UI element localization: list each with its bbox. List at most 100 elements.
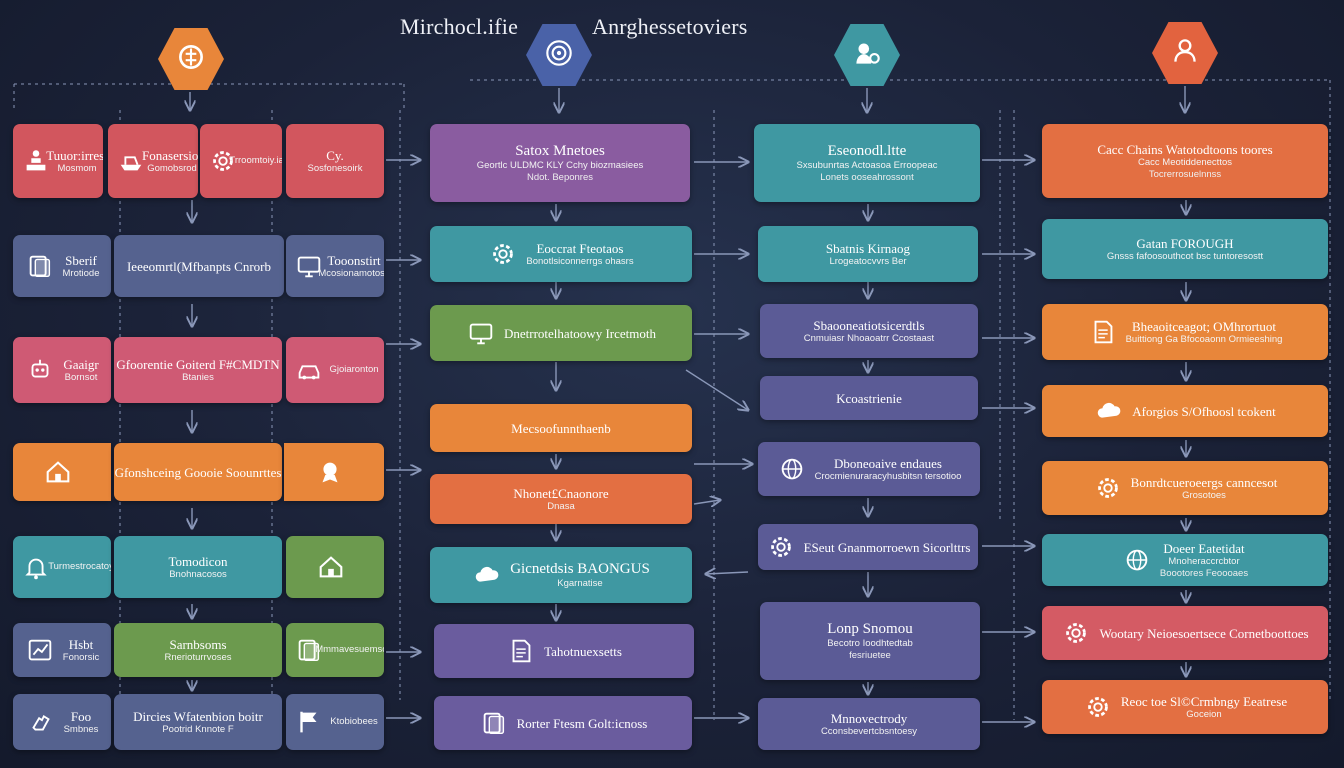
node-title: Aforgios S/Ofhoosl tcokent [1132,403,1276,419]
gear-person-icon [850,36,884,75]
cards-icon [25,251,55,281]
node-text: Ieeeomrtl(Mfbanpts Cnrorb [127,259,271,274]
node-title: Lonp Snomou [827,621,913,637]
node-subtitle: Kgarnatise [557,578,603,589]
col1-row4-node2[interactable]: Gfonshceing Goooie Soounrttes [114,443,282,501]
globe-icon [777,454,807,484]
col1-row3-node3[interactable]: Gjoiaronton [286,337,384,403]
node-subtitle: Fonorsic [62,651,100,663]
col1-row1-node3[interactable]: Trroomtoiy.ialk [200,124,282,198]
node-subtitle: Rnerioturrvoses [164,651,232,663]
col3-node4[interactable]: Kcoastrienie [760,376,978,420]
col1-row4-node3[interactable] [284,443,384,501]
node-subtitle: Becotro Ioodhtedtab [827,638,913,649]
cards-icon [479,708,509,738]
node-title: Mecsoofunnthaenb [511,420,611,436]
node-title: Sbatnis Kirnaog [825,240,911,256]
node-title: Bonrdtcueroeergs canncesot [1130,474,1278,490]
node-text: ESeut Gnanmorroewn Sicorlttrs [804,540,971,555]
globe-icon [1122,545,1152,575]
node-detail: fesriuetee [849,650,891,661]
node-detail: Tocrerrosuelnnss [1148,168,1222,180]
col1-row4-node1[interactable] [13,443,111,501]
col1-row2-node2[interactable]: Ieeeomrtl(Mfbanpts Cnrorb [114,235,284,297]
gear-icon [766,532,796,562]
node-title: Ieeeomrtl(Mfbanpts Cnrorb [126,258,272,274]
node-subtitle: Cconsbevertcbsntoesy [820,725,918,737]
node-title: Eoccrat Fteotaos [536,240,624,256]
node-subtitle: Sosfonesoirk [307,162,363,174]
document-icon [506,636,536,666]
flag-icon [294,707,324,737]
col1-row5-node3[interactable] [286,536,384,598]
node-text: Kcoastrienie [836,391,902,406]
node-title: Tomodicon [168,553,228,569]
node-subtitle: Turmestrocatoy [48,561,111,572]
node-text: Wootary Neioesoertsece Cornetboottoes [1099,626,1308,641]
node-title: Gfoorentie Goiterd F#CMDTN [116,356,280,372]
node-title: Cacc Chains Watotodtoons toores [1097,141,1273,157]
col2-node3[interactable]: Dnetrrotelhatoowy Ircetmoth [430,305,692,361]
col1-row5-node1[interactable]: Turmestrocatoy [13,536,111,598]
node-subtitle: Gomobsrod [147,162,197,174]
node-title: Wootary Neioesoertsece Cornetboottoes [1099,625,1309,641]
monitor-icon [294,251,324,281]
col1-row6-node3[interactable]: Mmmavesuemsoo [286,623,384,677]
node-title: Sberif [65,252,97,268]
col2-node8[interactable]: Rorter Ftesm Golt:icnoss [434,696,692,750]
node-subtitle: Sxsubunrtas Actoasoa Erroopeac [796,160,938,171]
node-title: Eseonodl.ltte [827,143,907,159]
user-icon [1168,34,1202,73]
col4-node7[interactable]: Wootary Neioesoertsece Cornetboottoes [1042,606,1328,660]
target-icon [542,36,576,75]
col4-node4[interactable]: Aforgios S/Ofhoosl tcokent [1042,385,1328,437]
node-text: Trroomtoiy.ialk [229,155,282,167]
node-text: Cy.Sosfonesoirk [308,148,363,175]
col3-node6[interactable]: ESeut Gnanmorroewn Sicorlttrs [758,524,978,570]
node-subtitle: Cacc Meotiddenecttos [1138,156,1232,168]
col2-node7[interactable]: Tahotnuexsetts [434,624,694,678]
col2-node4[interactable]: Mecsoofunnthaenb [430,404,692,452]
gear-icon [1093,473,1123,503]
col1-row1-node4[interactable]: Cy.Sosfonesoirk [286,124,384,198]
node-subtitle: Mnoheraccrcbtor [1168,555,1240,567]
chart-icon [25,635,55,665]
col1-row7-node3[interactable]: Ktobiobees [286,694,384,750]
node-subtitle: Grosotoes [1182,489,1226,501]
document-icon [1088,317,1118,347]
node-title: Tooonstirt [327,252,381,268]
